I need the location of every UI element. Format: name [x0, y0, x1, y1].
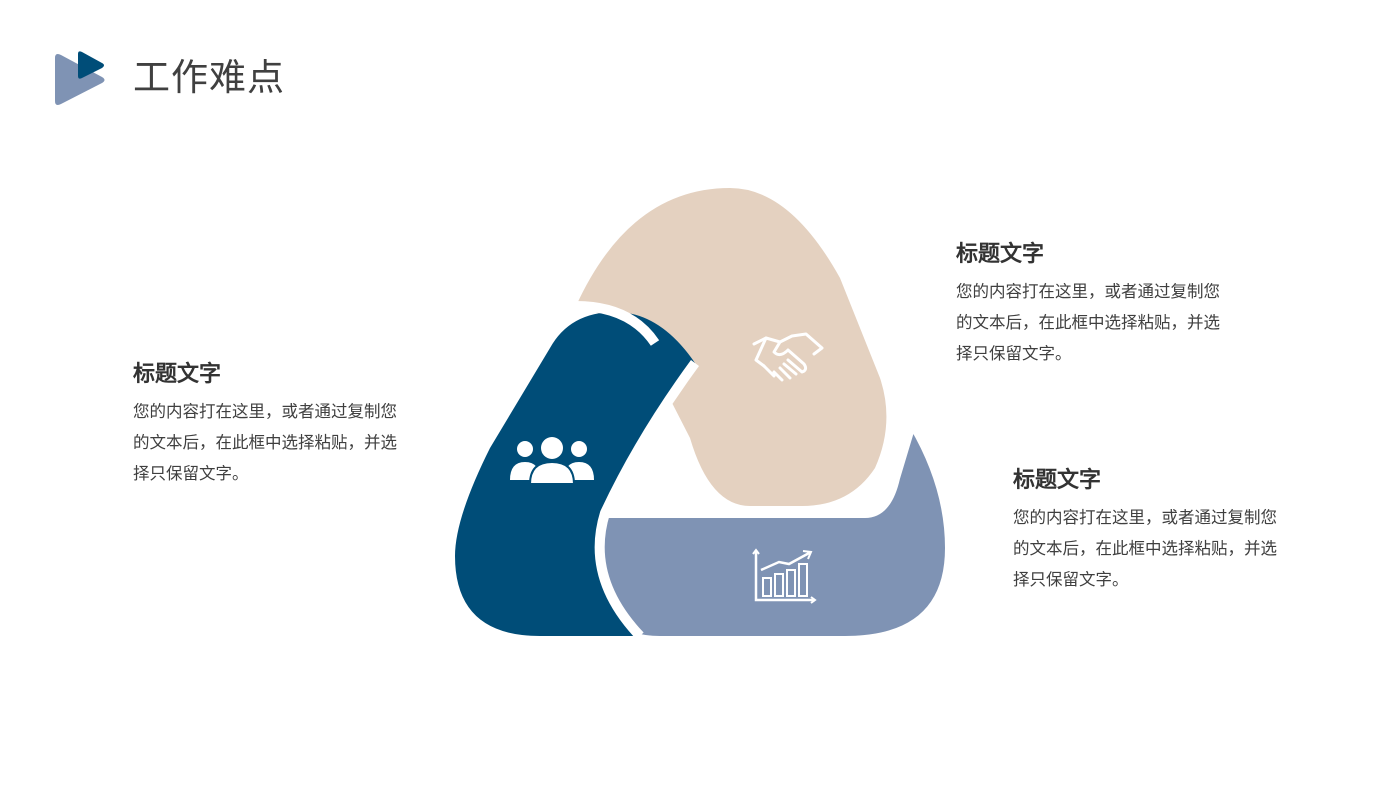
block-body-line: 您的内容打在这里，或者通过复制您: [956, 282, 1220, 301]
block-heading: 标题文字: [1013, 468, 1102, 493]
gap-bottom: [608, 426, 915, 518]
block-body: 您的内容打在这里，或者通过复制您 的文本后，在此框中选择粘贴，并选 择只保留文字…: [1013, 502, 1313, 595]
block-body-line: 您的内容打在这里，或者通过复制您: [1013, 508, 1277, 527]
block-body-line: 择只保留文字。: [133, 464, 249, 483]
text-block-left: 标题文字 您的内容打在这里，或者通过复制您 的文本后，在此框中选择粘贴，并选 择…: [133, 360, 433, 489]
page-title: 工作难点: [133, 56, 285, 99]
block-body-line: 您的内容打在这里，或者通过复制您: [133, 402, 397, 421]
people-group-icon: [510, 437, 594, 485]
gap-left: [594, 360, 700, 640]
handshake-icon: [752, 332, 824, 382]
block-heading: 标题文字: [956, 242, 1045, 267]
block-body-line: 择只保留文字。: [1013, 570, 1129, 589]
text-block-right-top: 标题文字 您的内容打在这里，或者通过复制您 的文本后，在此框中选择粘贴，并选 择…: [956, 240, 1256, 369]
gap-top: [575, 301, 660, 346]
block-body: 您的内容打在这里，或者通过复制您 的文本后，在此框中选择粘贴，并选 择只保留文字…: [956, 276, 1256, 369]
logo-back-shape: [55, 54, 105, 105]
handshake-segment: [576, 188, 887, 506]
block-body: 您的内容打在这里，或者通过复制您 的文本后，在此框中选择粘贴，并选 择只保留文字…: [133, 396, 433, 489]
block-body-line: 的文本后，在此框中选择粘贴，并选: [1013, 539, 1277, 558]
text-block-right-bottom: 标题文字 您的内容打在这里，或者通过复制您 的文本后，在此框中选择粘贴，并选 择…: [1013, 466, 1313, 595]
logo-front-shape: [78, 51, 104, 79]
block-body-line: 的文本后，在此框中选择粘贴，并选: [956, 313, 1220, 332]
logo-play-icon: [55, 51, 105, 105]
block-heading: 标题文字: [133, 362, 222, 387]
block-body-line: 择只保留文字。: [956, 344, 1072, 363]
bar-chart-growth-icon: [752, 548, 817, 604]
block-body-line: 的文本后，在此框中选择粘贴，并选: [133, 433, 397, 452]
growth-segment: [593, 428, 945, 636]
triangle-cycle-diagram: [455, 188, 945, 640]
